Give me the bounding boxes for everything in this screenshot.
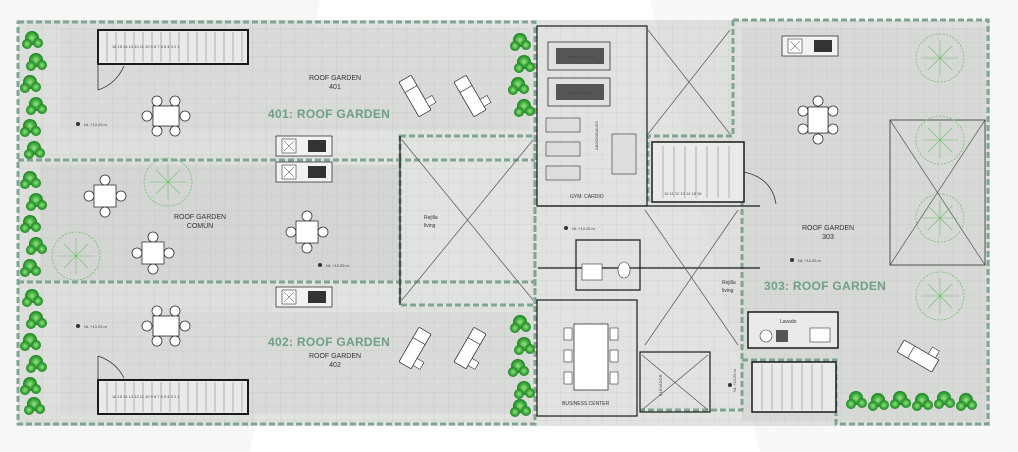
conference-table [563, 323, 619, 391]
roof-401-number: 401 [329, 84, 341, 91]
bathroom [581, 261, 631, 281]
stair-401-numbers: 16 15 14 13 12 11 10 9 8 7 6 5 4 3 2 1 [112, 44, 180, 49]
level-common: NL +13.25 m [326, 263, 350, 268]
treadmill-2-label: Pierre Flawless [566, 90, 593, 95]
roof-common-name: ROOF GARDEN [174, 214, 226, 221]
level-hall: NL +13.25 m [572, 226, 596, 231]
gym-label: GYM: CARDIO [570, 194, 604, 200]
level-402: NL +13.25 m [84, 324, 108, 329]
stair-303-numbers: 16 11 12 13 14 15 16 [664, 191, 702, 196]
zone-402-title: 402: ROOF GARDEN [268, 335, 390, 349]
level-303: NL +13.25 m [798, 258, 822, 263]
roof-303-name: ROOF GARDEN [802, 225, 854, 232]
stair-303: 16 11 12 13 14 15 16 [651, 141, 777, 205]
grill-common-top [275, 161, 333, 183]
roof-401-name: ROOF GARDEN [309, 75, 361, 82]
roof-303-number: 303 [822, 234, 834, 241]
grill-402 [275, 286, 333, 308]
roof-common-sub: COMÚN [187, 221, 213, 230]
laundry-label: Lavado [780, 319, 797, 325]
roof-402-name: ROOF GARDEN [309, 353, 361, 360]
level-401: NL +13.25 m [84, 122, 108, 127]
rejilla-1-sub: living [424, 223, 436, 229]
zone-303-title: 303: ROOF GARDEN [764, 279, 886, 293]
roof-402-number: 402 [329, 362, 341, 369]
rejilla-1-label: Rejilla [424, 215, 438, 221]
treadmill-1-label: Pierre Flawless [566, 54, 593, 59]
gym-weights-label: ABDOMINALES [594, 121, 599, 150]
laundry [747, 311, 839, 349]
level-elevator: NL +13.25 m [732, 368, 737, 392]
business-center-label: BUSINESS CENTER [562, 401, 610, 407]
stair-402-numbers: 16 15 14 13 12 11 10 9 8 7 6 5 4 3 2 1 [112, 394, 180, 399]
rejilla-2-sub: living [722, 288, 734, 294]
zone-401-title: 401: ROOF GARDEN [268, 107, 390, 121]
elevator-label: ELEVADOR [658, 374, 663, 396]
stair-401: 16 15 14 13 12 11 10 9 8 7 6 5 4 3 2 1 [97, 29, 249, 91]
stair-402: 16 15 14 13 12 11 10 9 8 7 6 5 4 3 2 1 [97, 355, 249, 415]
grill-303 [781, 35, 839, 57]
stair-303-lower [751, 361, 837, 413]
grill-401 [275, 135, 333, 157]
rejilla-2-label: Rejilla [722, 280, 736, 286]
gym-equipment: Pierre Flawless Pierre Flawless ABDOMINA… [545, 41, 637, 181]
